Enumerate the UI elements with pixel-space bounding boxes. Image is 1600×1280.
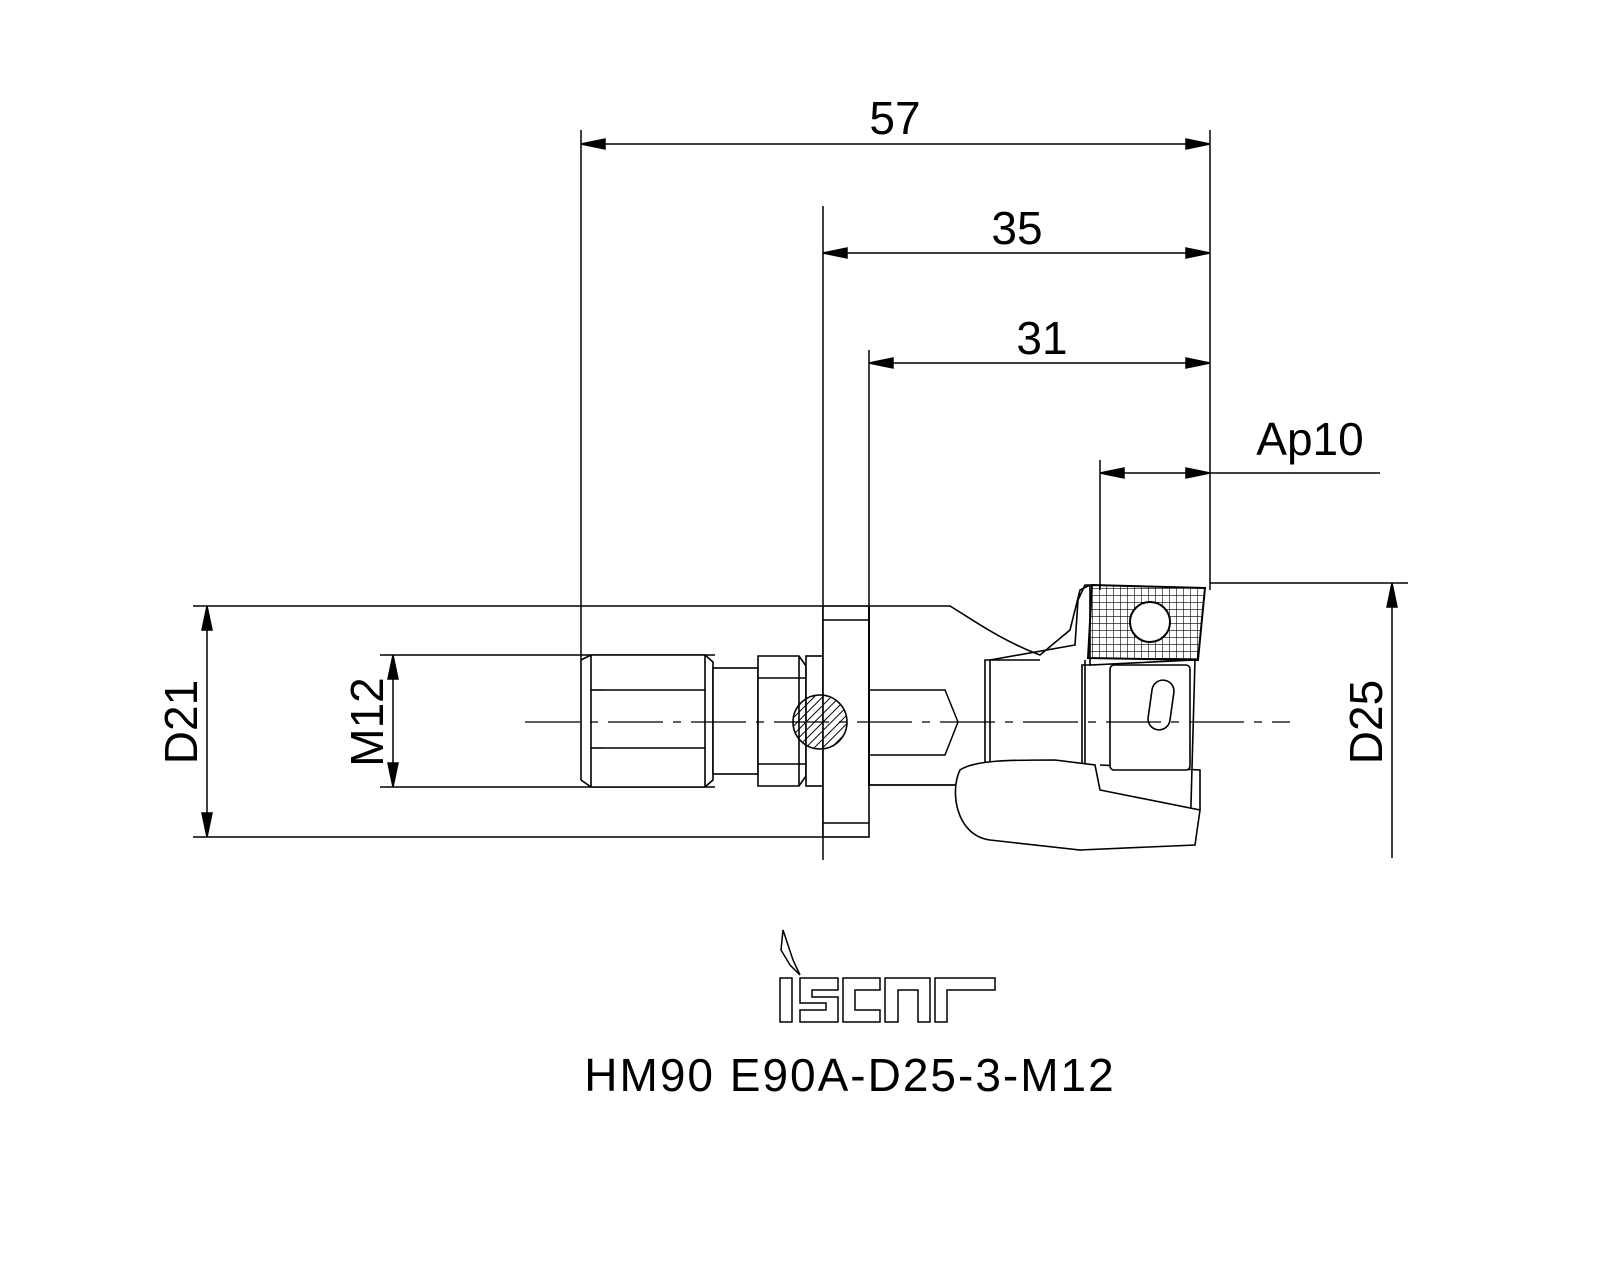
dimension-label-ap10: Ap10: [1256, 413, 1363, 465]
tool-body: [580, 583, 1201, 851]
dimension-label-d21: D21: [155, 680, 207, 764]
dimension-label-m12: M12: [341, 677, 393, 766]
threaded-shank: [580, 654, 714, 788]
shank-neck: [712, 667, 759, 775]
dimension-depth-of-cut: [1099, 460, 1380, 590]
cutting-insert: [1086, 583, 1207, 662]
dimension-overall-length: [580, 130, 1211, 660]
coolant-slot: [1147, 679, 1175, 731]
dimension-cutting-diameter: [1210, 582, 1408, 858]
dimension-label-31: 31: [1016, 312, 1067, 364]
insert-screw: [1129, 601, 1171, 643]
dimension-label-57: 57: [869, 92, 920, 144]
dimension-label-d25: D25: [1340, 680, 1392, 764]
tool-designation: HM90 E90A-D25-3-M12: [584, 1049, 1116, 1101]
dimension-flange-diameter: [193, 605, 823, 838]
dimension-length-to-shoulder: [868, 350, 1211, 605]
dimension-label-35: 35: [991, 202, 1042, 254]
iscar-logo: [779, 929, 996, 1023]
